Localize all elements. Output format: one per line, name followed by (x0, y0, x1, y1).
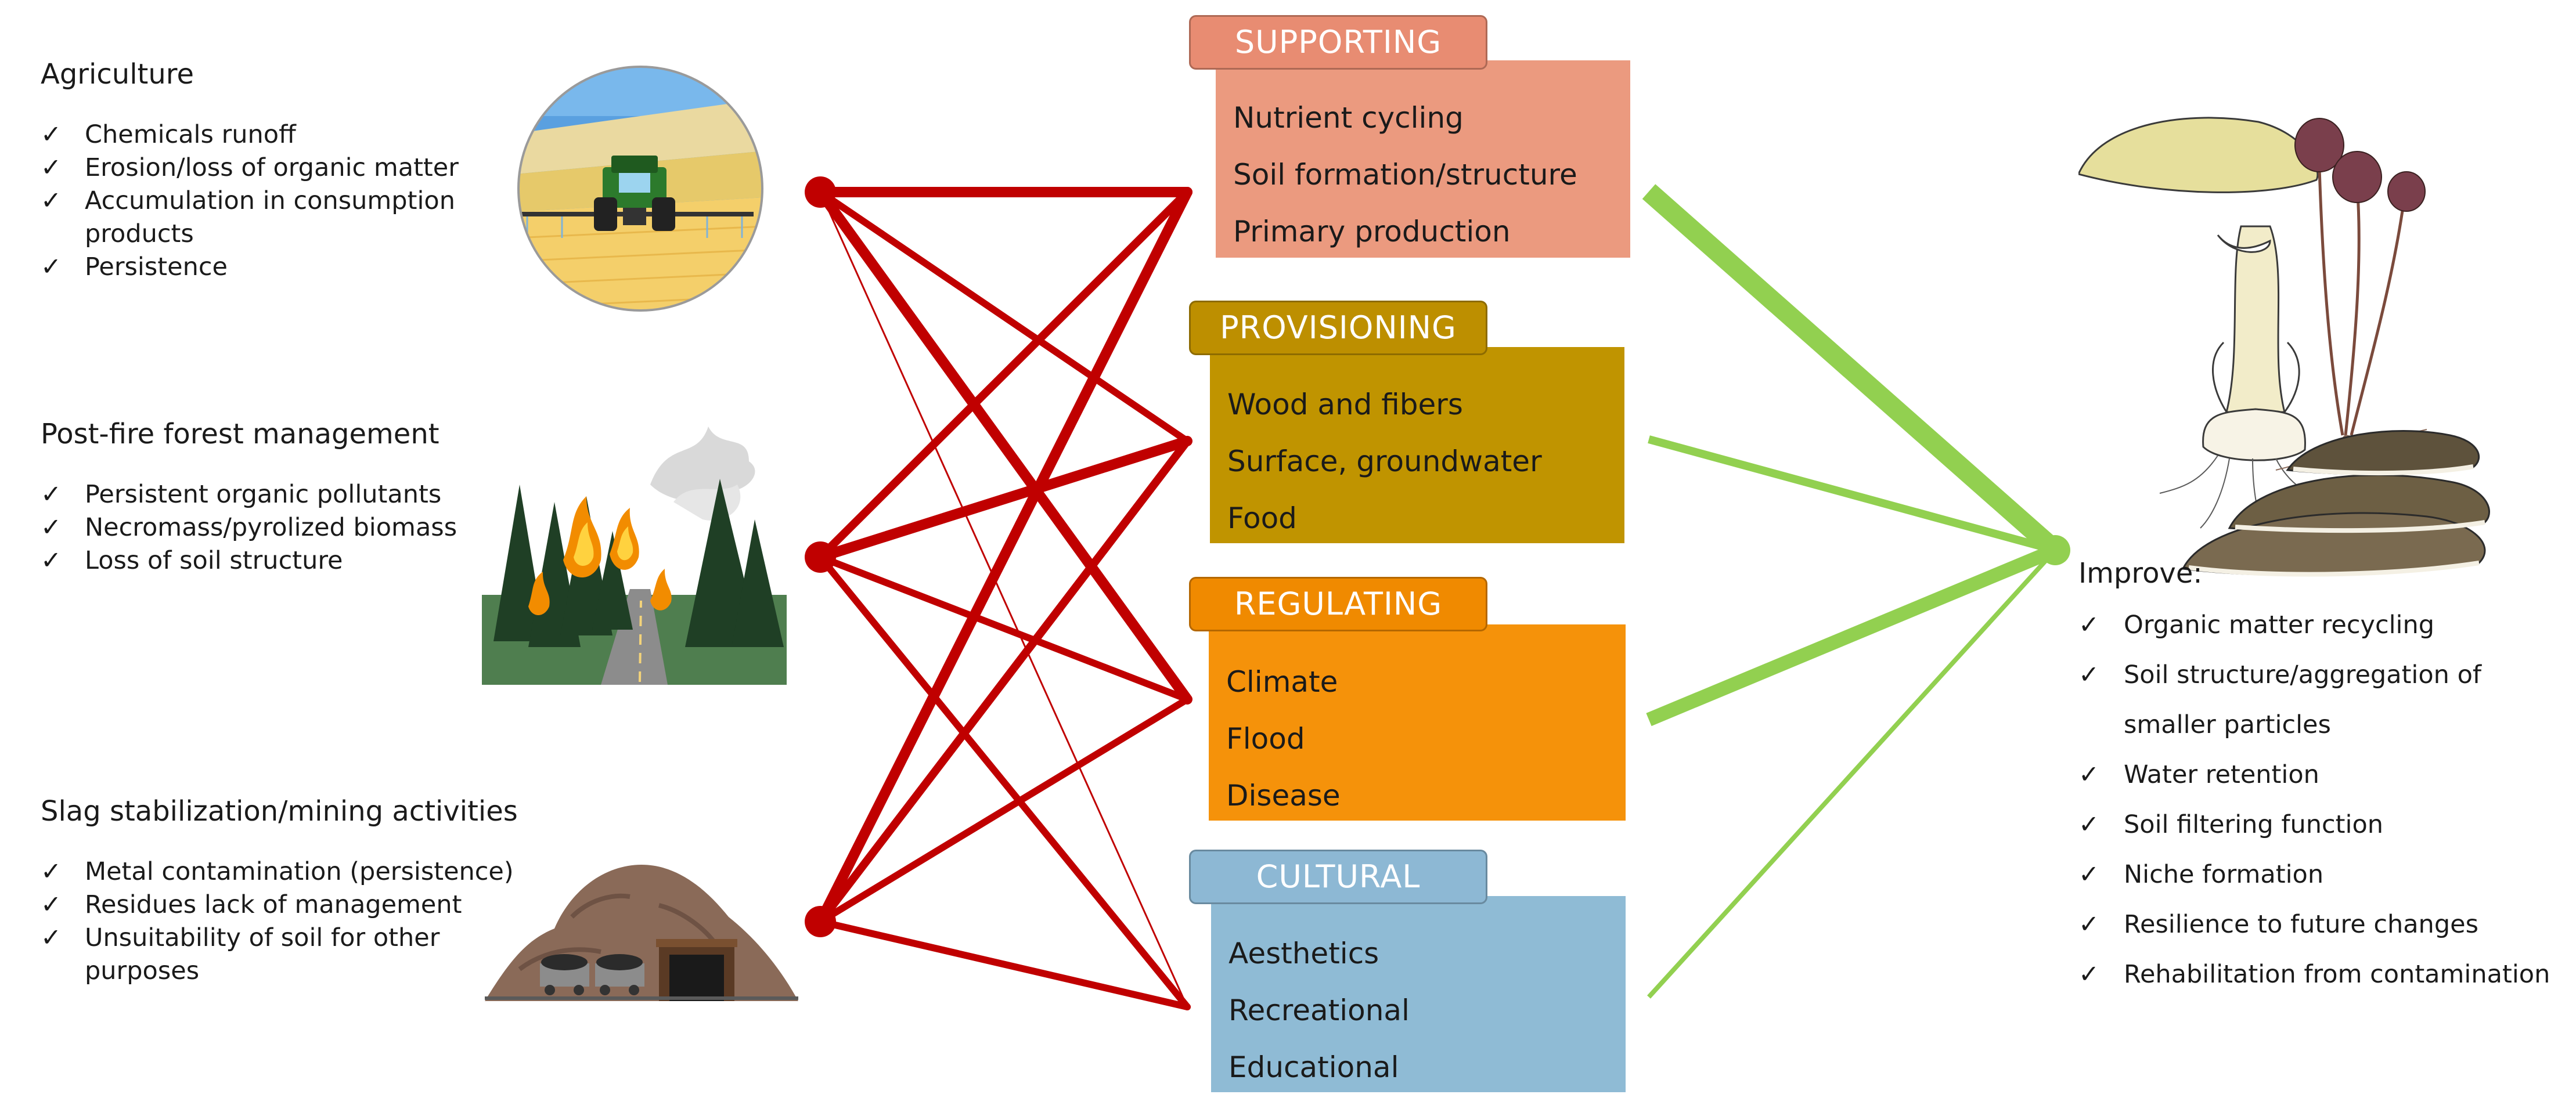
tractor-field-icon (517, 66, 763, 312)
check-icon: ✓ (41, 546, 62, 575)
list-item: ✓Persistent organic pollutants (41, 478, 540, 511)
node-forest (805, 541, 836, 573)
node-improve (2040, 535, 2070, 565)
check-icon: ✓ (41, 513, 62, 542)
check-icon: ✓ (41, 120, 62, 149)
node-agriculture (805, 176, 836, 208)
list-item: ✓Necromass/pyrolized biomass (41, 511, 540, 544)
list-item: ✓Organic matter recycling (2078, 600, 2566, 650)
list-item: ✓Accumulation in consumption products (41, 185, 540, 251)
link-improve-cultural (1647, 548, 2057, 999)
service-box-cultural: Aesthetics Recreational Educational (1211, 896, 1626, 1092)
list-item: ✓Rehabilitation from contamination (2078, 949, 2566, 999)
service-item: Climate (1226, 665, 1338, 699)
service-item: Recreational (1228, 994, 1410, 1027)
check-icon: ✓ (2078, 910, 2100, 939)
pressure-list: ✓Metal contamination (persistence) ✓Resi… (41, 855, 540, 988)
link-mining-supporting (815, 187, 1192, 927)
link-mining-cultural (817, 918, 1191, 1010)
check-icon: ✓ (41, 923, 62, 952)
list-item: ✓Residues lack of management (41, 888, 540, 922)
check-icon: ✓ (41, 186, 62, 215)
list-item: ✓Metal contamination (persistence) (41, 855, 540, 888)
link-improve-regulating (1646, 543, 2058, 727)
service-item: Educational (1228, 1050, 1399, 1084)
service-label-cultural: CULTURAL (1189, 850, 1487, 904)
service-item: Wood and fibers (1227, 388, 1463, 421)
pressure-title: Agriculture (41, 58, 194, 91)
service-item: Flood (1226, 722, 1305, 756)
check-icon: ✓ (2078, 960, 2100, 989)
link-forest-cultural (817, 554, 1191, 1010)
pressure-mining: Slag stabilization/mining activities ✓Me… (41, 795, 540, 988)
check-icon: ✓ (2078, 760, 2100, 789)
link-agriculture-provisioning (817, 189, 1191, 445)
check-icon: ✓ (2078, 810, 2100, 839)
list-item: ✓Persistence (41, 251, 540, 284)
pressure-title: Slag stabilization/mining activities (41, 795, 518, 828)
list-item: ✓Loss of soil structure (41, 544, 540, 577)
check-icon: ✓ (41, 153, 62, 182)
list-item: ✓Water retention (2078, 750, 2566, 800)
fungi-icon (2078, 117, 2490, 577)
list-item: ✓Chemicals runoff (41, 118, 540, 151)
list-item: ✓Resilience to future changes (2078, 900, 2566, 949)
node-mining (805, 906, 836, 937)
list-item: ✓Soil filtering function (2078, 800, 2566, 850)
list-item: ✓Erosion/loss of organic matter (41, 151, 540, 185)
link-mining-provisioning (816, 437, 1191, 926)
link-forest-supporting (816, 188, 1191, 561)
pressure-forest-management: Post-fire forest management ✓Persistent … (41, 418, 540, 577)
link-improve-supporting (1642, 184, 2062, 558)
check-icon: ✓ (2078, 860, 2100, 889)
pressure-list: ✓Chemicals runoff ✓Erosion/loss of organ… (41, 118, 540, 284)
pressure-list: ✓Persistent organic pollutants ✓Necromas… (41, 478, 540, 577)
check-icon: ✓ (41, 857, 62, 886)
link-improve-provisioning (1648, 435, 2056, 554)
check-icon: ✓ (2078, 660, 2100, 689)
service-item: Disease (1226, 779, 1341, 812)
service-item: Food (1227, 501, 1297, 535)
service-item: Nutrient cycling (1233, 101, 1464, 135)
check-icon: ✓ (41, 252, 62, 281)
link-mining-regulating (817, 696, 1191, 925)
service-item: Soil formation/structure (1233, 158, 1577, 192)
list-item: ✓Unsuitability of soil for other purpose… (41, 922, 540, 988)
link-forest-regulating (817, 554, 1191, 703)
link-agriculture-cultural (819, 191, 1188, 1008)
service-label-provisioning: PROVISIONING (1189, 301, 1487, 355)
check-icon: ✓ (41, 480, 62, 509)
improve-section: Improve: ✓Organic matter recycling ✓Soil… (2078, 557, 2566, 999)
service-item: Surface, groundwater (1227, 445, 1542, 478)
service-box-supporting: Nutrient cycling Soil formation/structur… (1216, 60, 1630, 258)
service-box-regulating: Climate Flood Disease (1209, 624, 1626, 821)
service-label-supporting: SUPPORTING (1189, 15, 1487, 70)
service-item: Primary production (1233, 215, 1511, 248)
list-item: ✓Soil structure/aggregation of smaller p… (2078, 650, 2566, 750)
improve-title: Improve: (2078, 557, 2203, 590)
link-forest-provisioning (815, 436, 1192, 562)
list-item: ✓Niche formation (2078, 850, 2566, 900)
check-icon: ✓ (41, 890, 62, 919)
pressure-title: Post-fire forest management (41, 418, 439, 450)
service-box-provisioning: Wood and fibers Surface, groundwater Foo… (1210, 347, 1624, 543)
forest-fire-icon (482, 427, 787, 685)
improve-list: ✓Organic matter recycling ✓Soil structur… (2078, 600, 2566, 999)
mine-icon (485, 865, 798, 1001)
check-icon: ✓ (2078, 611, 2100, 640)
service-label-regulating: REGULATING (1189, 577, 1487, 631)
link-agriculture-regulating (815, 187, 1192, 705)
pressure-agriculture: Agriculture ✓Chemicals runoff ✓Erosion/l… (41, 58, 540, 284)
service-item: Aesthetics (1228, 937, 1379, 970)
